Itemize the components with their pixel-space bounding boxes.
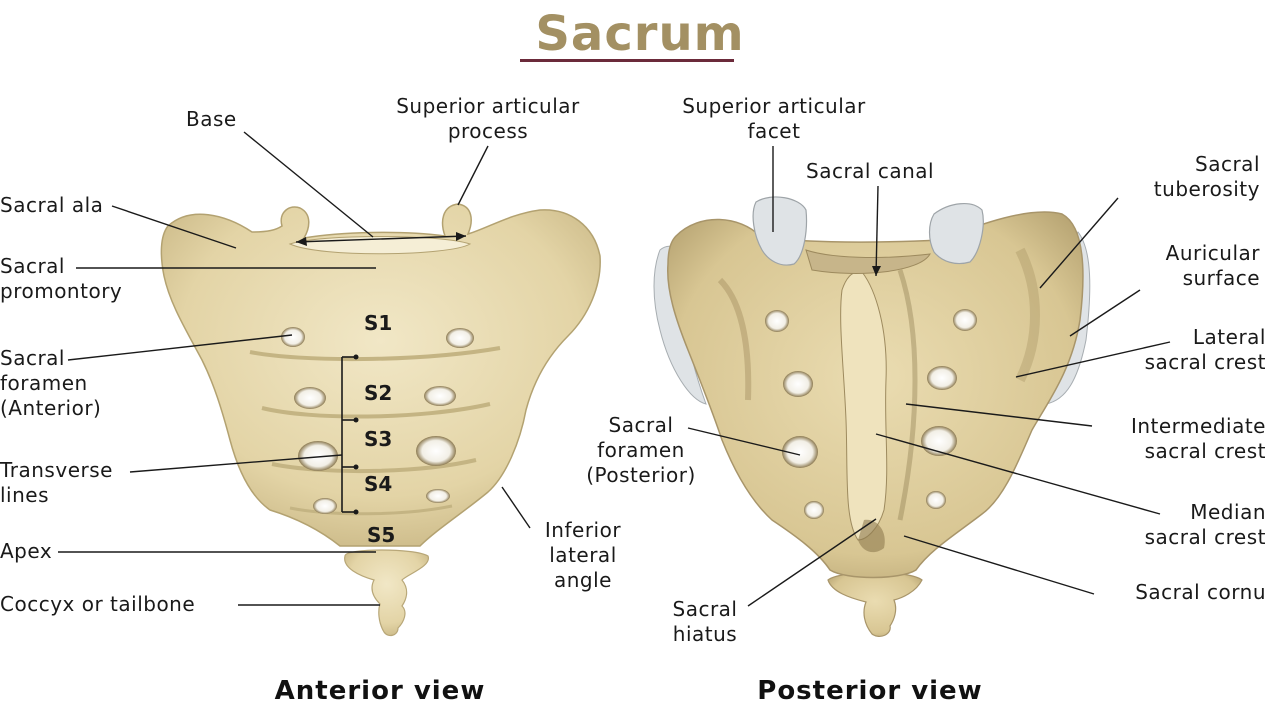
label-superior-articular-process: Superior articular process	[396, 94, 580, 143]
anterior-foramen	[294, 387, 326, 409]
posterior-foramen	[765, 310, 789, 332]
posterior-foramen	[927, 366, 957, 390]
label-sacral-ala: Sacral ala	[0, 193, 104, 217]
posterior-foramen	[926, 491, 946, 509]
label-base: Base	[186, 107, 237, 131]
label-auricular-surface: Auricular surface	[1165, 241, 1260, 290]
label-sacral-canal: Sacral canal	[806, 159, 935, 183]
anterior-coccyx	[344, 549, 429, 637]
label-superior-articular-facet: Superior articular facet	[682, 94, 866, 143]
label-sacral-cornu: Sacral cornu	[1135, 580, 1266, 604]
segment-label: S1	[364, 311, 393, 335]
label-sacral-hiatus: Sacral hiatus	[672, 597, 738, 646]
label-sacral-tuberosity: Sacral tuberosity	[1153, 152, 1260, 201]
posterior-sacrum	[653, 196, 1091, 638]
label-coccyx: Coccyx or tailbone	[0, 592, 196, 616]
label-transverse-lines: Transverse lines	[0, 458, 113, 507]
segment-label: S4	[364, 472, 393, 496]
posterior-foramen	[804, 501, 824, 519]
anterior-foramen	[446, 328, 474, 348]
anterior-foramen	[426, 489, 450, 503]
anterior-foramen	[281, 327, 305, 347]
posterior-foramen	[782, 436, 818, 468]
posterior-foramen	[783, 371, 813, 397]
page-title: Sacrum	[535, 6, 745, 62]
leader-lines	[58, 131, 1171, 607]
anterior-foramen	[416, 436, 456, 466]
label-lateral-sacral-crest: Lateral sacral crest	[1144, 325, 1266, 374]
anterior-foramen	[298, 441, 338, 471]
anterior-foramen	[313, 498, 337, 514]
posterior-articular-facet	[928, 203, 984, 265]
posterior-view-caption: Posterior view	[757, 676, 983, 706]
posterior-coccyx	[827, 571, 923, 638]
segment-label: S2	[364, 381, 393, 405]
title-underline	[520, 59, 734, 62]
label-intermediate-sacral-crest: Intermediate sacral crest	[1130, 414, 1266, 463]
label-sacral-foramen-posterior: Sacral foramen (Posterior)	[586, 413, 696, 487]
segment-label: S5	[367, 523, 396, 547]
posterior-articular-facet	[752, 196, 808, 266]
label-apex: Apex	[0, 539, 53, 563]
label-sacral-foramen-anterior: Sacral foramen (Anterior)	[0, 346, 102, 420]
segment-label: S3	[364, 427, 393, 451]
anterior-foramen	[424, 386, 456, 406]
label-median-sacral-crest: Median sacral crest	[1144, 500, 1266, 549]
label-sacral-promontory: Sacral promontory	[0, 254, 123, 303]
label-inferior-lateral-angle: Inferior lateral angle	[544, 518, 622, 592]
anterior-view-caption: Anterior view	[274, 676, 486, 706]
leader-arrowheads	[296, 232, 881, 276]
posterior-foramen	[953, 309, 977, 331]
